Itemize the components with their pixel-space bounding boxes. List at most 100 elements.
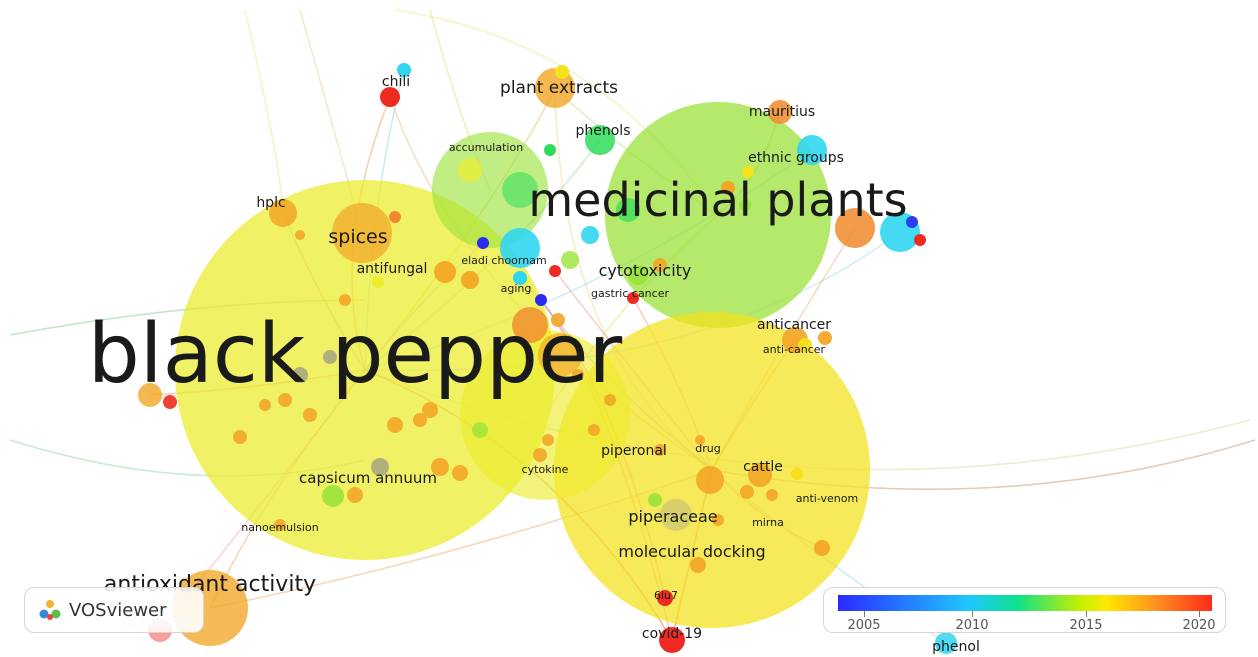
keyword-node[interactable] — [512, 307, 548, 343]
keyword-node[interactable] — [914, 234, 926, 246]
keyword-node[interactable] — [739, 199, 751, 211]
keyword-node[interactable] — [339, 294, 351, 306]
keyword-node[interactable] — [434, 261, 456, 283]
keyword-node[interactable] — [604, 394, 616, 406]
keyword-node[interactable] — [935, 632, 957, 654]
keyword-node[interactable] — [380, 87, 400, 107]
keyword-node[interactable] — [791, 468, 803, 480]
keyword-node[interactable] — [814, 540, 830, 556]
keyword-node[interactable] — [906, 216, 918, 228]
keyword-label-mauritius[interactable]: mauritius — [749, 104, 815, 120]
keyword-node[interactable] — [653, 258, 667, 272]
keyword-node[interactable] — [748, 463, 772, 487]
keyword-node[interactable] — [648, 493, 662, 507]
keyword-node[interactable] — [535, 294, 547, 306]
keyword-label-hplc[interactable]: hplc — [256, 195, 285, 211]
keyword-node[interactable] — [551, 313, 565, 327]
keyword-label-cytokine[interactable]: cytokine — [522, 463, 569, 476]
keyword-node[interactable] — [513, 271, 527, 285]
keyword-node[interactable] — [138, 383, 162, 407]
keyword-node[interactable] — [274, 519, 286, 531]
keyword-node[interactable] — [657, 590, 673, 606]
keyword-label-nanoemulsion[interactable]: nanoemulsion — [241, 521, 318, 534]
keyword-node[interactable] — [292, 367, 308, 383]
keyword-node[interactable] — [432, 132, 548, 248]
keyword-node[interactable] — [332, 203, 392, 263]
keyword-node[interactable] — [431, 458, 449, 476]
keyword-label-medicinal-plants[interactable]: medicinal plants — [528, 173, 907, 227]
keyword-node[interactable] — [712, 514, 724, 526]
keyword-node[interactable] — [627, 292, 639, 304]
keyword-node[interactable] — [695, 435, 705, 445]
keyword-node[interactable] — [544, 144, 556, 156]
keyword-label-phenols[interactable]: phenols — [576, 123, 631, 139]
keyword-node[interactable] — [542, 434, 554, 446]
keyword-node[interactable] — [588, 424, 600, 436]
keyword-label-ethnic-groups[interactable]: ethnic groups — [748, 150, 844, 166]
keyword-node[interactable] — [458, 158, 482, 182]
keyword-node[interactable] — [502, 172, 538, 208]
keyword-node[interactable] — [233, 430, 247, 444]
keyword-node[interactable] — [572, 369, 584, 381]
keyword-label-anti-cancer[interactable]: anti-cancer — [763, 343, 826, 356]
keyword-label-capsicum-annuum[interactable]: capsicum annuum — [299, 469, 437, 487]
keyword-node[interactable] — [835, 208, 875, 248]
keyword-label-cattle[interactable]: cattle — [743, 459, 783, 475]
keyword-label-anti-venom[interactable]: anti-venom — [796, 492, 858, 505]
keyword-node[interactable] — [163, 395, 177, 409]
keyword-node[interactable] — [413, 413, 427, 427]
keyword-label-gastric-cancer[interactable]: gastric cancer — [591, 287, 669, 300]
keyword-label-piperonal[interactable]: piperonal — [601, 443, 667, 459]
keyword-label-chili[interactable]: chili — [382, 74, 410, 90]
keyword-node[interactable] — [555, 65, 569, 79]
keyword-node[interactable] — [389, 211, 401, 223]
keyword-node[interactable] — [387, 417, 403, 433]
keyword-node[interactable] — [269, 199, 297, 227]
keyword-node[interactable] — [372, 276, 384, 288]
keyword-node[interactable] — [278, 393, 292, 407]
keyword-node[interactable] — [690, 557, 706, 573]
keyword-node[interactable] — [628, 265, 648, 285]
keyword-node[interactable] — [660, 499, 692, 531]
keyword-node[interactable] — [659, 627, 685, 653]
keyword-label-anticancer[interactable]: anticancer — [757, 317, 831, 333]
keyword-node[interactable] — [303, 408, 317, 422]
keyword-label-covid-19[interactable]: covid-19 — [642, 626, 702, 642]
keyword-node[interactable] — [768, 100, 792, 124]
keyword-node[interactable] — [798, 338, 812, 352]
keyword-node[interactable] — [585, 125, 615, 155]
keyword-node[interactable] — [740, 485, 754, 499]
keyword-node[interactable] — [500, 228, 540, 268]
keyword-node[interactable] — [742, 166, 754, 178]
keyword-node[interactable] — [818, 331, 832, 345]
keyword-node[interactable] — [323, 350, 337, 364]
keyword-label-antifungal[interactable]: antifungal — [357, 261, 428, 277]
keyword-node[interactable] — [766, 489, 778, 501]
keyword-label-aging[interactable]: aging — [501, 282, 532, 295]
keyword-label-phenol[interactable]: phenol — [932, 639, 980, 655]
keyword-node[interactable] — [721, 181, 735, 195]
keyword-label-accumulation[interactable]: accumulation — [449, 141, 523, 154]
keyword-label-piperaceae[interactable]: piperaceae — [628, 507, 717, 526]
keyword-node[interactable] — [259, 399, 271, 411]
keyword-label-cytotoxicity[interactable]: cytotoxicity — [599, 261, 692, 280]
keyword-node[interactable] — [322, 485, 344, 507]
keyword-node[interactable] — [549, 265, 561, 277]
keyword-node[interactable] — [452, 465, 468, 481]
keyword-node[interactable] — [538, 333, 582, 377]
keyword-node[interactable] — [581, 226, 599, 244]
keyword-label-6lu7[interactable]: 6lu7 — [654, 589, 678, 602]
keyword-node[interactable] — [797, 135, 827, 165]
keyword-label-plant-extracts[interactable]: plant extracts — [500, 78, 618, 98]
keyword-label-spices[interactable]: spices — [328, 226, 387, 248]
keyword-label-mirna[interactable]: mirna — [752, 516, 784, 529]
keyword-node[interactable] — [347, 487, 363, 503]
keyword-node[interactable] — [397, 63, 411, 77]
keyword-node[interactable] — [472, 422, 488, 438]
keyword-label-eladi-choornam[interactable]: eladi choornam — [461, 254, 546, 267]
keyword-label-molecular-docking[interactable]: molecular docking — [618, 542, 765, 561]
keyword-node[interactable] — [295, 230, 305, 240]
keyword-node[interactable] — [561, 251, 579, 269]
keyword-node[interactable] — [654, 444, 666, 456]
keyword-label-black-pepper[interactable]: black pepper — [88, 307, 623, 402]
